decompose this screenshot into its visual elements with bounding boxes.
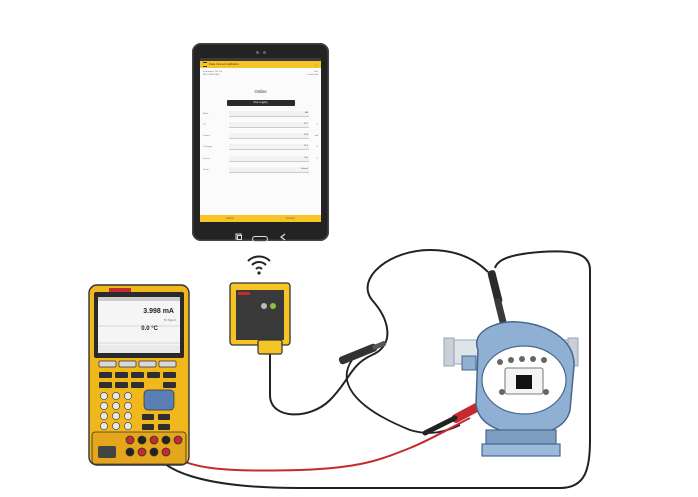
app-bar: Fluke Connect Calibration ⋮ <box>200 61 321 68</box>
reading-label: Sensor <box>203 157 210 160</box>
stop-logging-button[interactable]: Stop Logging <box>226 99 295 106</box>
status-bar <box>200 58 321 61</box>
reading-label: PV <box>203 123 206 126</box>
black-clip <box>338 341 387 365</box>
reading-unit: °C <box>315 157 318 160</box>
reading-value[interactable]: 29.7 <box>229 121 309 128</box>
bottom-bar: Cancel Connect <box>200 215 321 222</box>
reading-row: PV 29.7 °C <box>200 121 321 128</box>
reading-row: Status Normal <box>200 166 321 173</box>
cancel-button[interactable]: Cancel <box>226 217 234 220</box>
reading-unit: °C <box>315 123 318 126</box>
page-title: Online <box>254 88 267 94</box>
connect-button[interactable]: Connect <box>285 217 295 220</box>
readings-list: Mode MA PV 29.7 °C Output 3.99 mA % Rang… <box>200 110 321 173</box>
calibrator-secondary-reading: 0.0 °C <box>141 326 158 332</box>
reading-unit: mA <box>314 135 318 138</box>
reading-label: Status <box>203 168 210 171</box>
reading-row: Sensor 0.00 °C <box>200 155 321 162</box>
reading-row: % Range 24.9 % <box>200 144 321 151</box>
tablet-screen: Fluke Connect Calibration ⋮ Instrument: … <box>200 58 321 222</box>
calibrator-screen: 3.998 mA TC Type K 0.0 °C <box>98 297 180 353</box>
black-clip-lower <box>422 415 458 436</box>
reading-label: % Range <box>203 146 212 149</box>
calibrator-754 <box>88 284 190 466</box>
reading-label: Mode <box>203 112 209 115</box>
sensor-dot <box>263 51 266 54</box>
overflow-menu-icon[interactable]: ⋮ <box>315 62 318 67</box>
info-left-1: Instrument: 754 Cal <box>203 71 223 73</box>
adapter-cable <box>269 248 489 416</box>
back-icon[interactable] <box>279 228 287 246</box>
menu-icon[interactable] <box>203 62 207 67</box>
reading-value[interactable]: MA <box>229 110 309 117</box>
app-title: Fluke Connect Calibration <box>209 63 239 66</box>
reading-value[interactable]: 3.99 <box>229 133 309 140</box>
reading-value[interactable]: 0.00 <box>229 155 309 162</box>
info-right-1: Test <box>313 71 318 73</box>
black-test-lead-long <box>153 250 591 489</box>
temperature-transmitter <box>461 321 575 457</box>
reading-unit: % <box>316 146 318 149</box>
reading-label: Output <box>203 135 210 138</box>
reading-value[interactable]: Normal <box>229 166 309 173</box>
reading-row: Mode MA <box>200 110 321 117</box>
red-test-lead <box>167 417 471 472</box>
home-icon[interactable] <box>252 229 268 247</box>
reading-value[interactable]: 24.9 <box>229 144 309 151</box>
hart-modem <box>229 282 291 355</box>
calibrator-main-reading: 3.998 mA <box>143 308 174 315</box>
wifi-icon <box>247 255 271 275</box>
calibrator-range-label: TC Type K <box>163 319 176 322</box>
recent-apps-icon[interactable] <box>235 228 243 246</box>
device-info: Instrument: 754 Cal SN: 1234567890 Test … <box>200 68 321 77</box>
tablet: Fluke Connect Calibration ⋮ Instrument: … <box>192 43 329 242</box>
info-left-2: SN: 1234567890 <box>203 73 220 76</box>
reading-row: Output 3.99 mA <box>200 133 321 140</box>
info-right-2: Connected <box>307 73 318 76</box>
camera-dot <box>256 51 259 54</box>
